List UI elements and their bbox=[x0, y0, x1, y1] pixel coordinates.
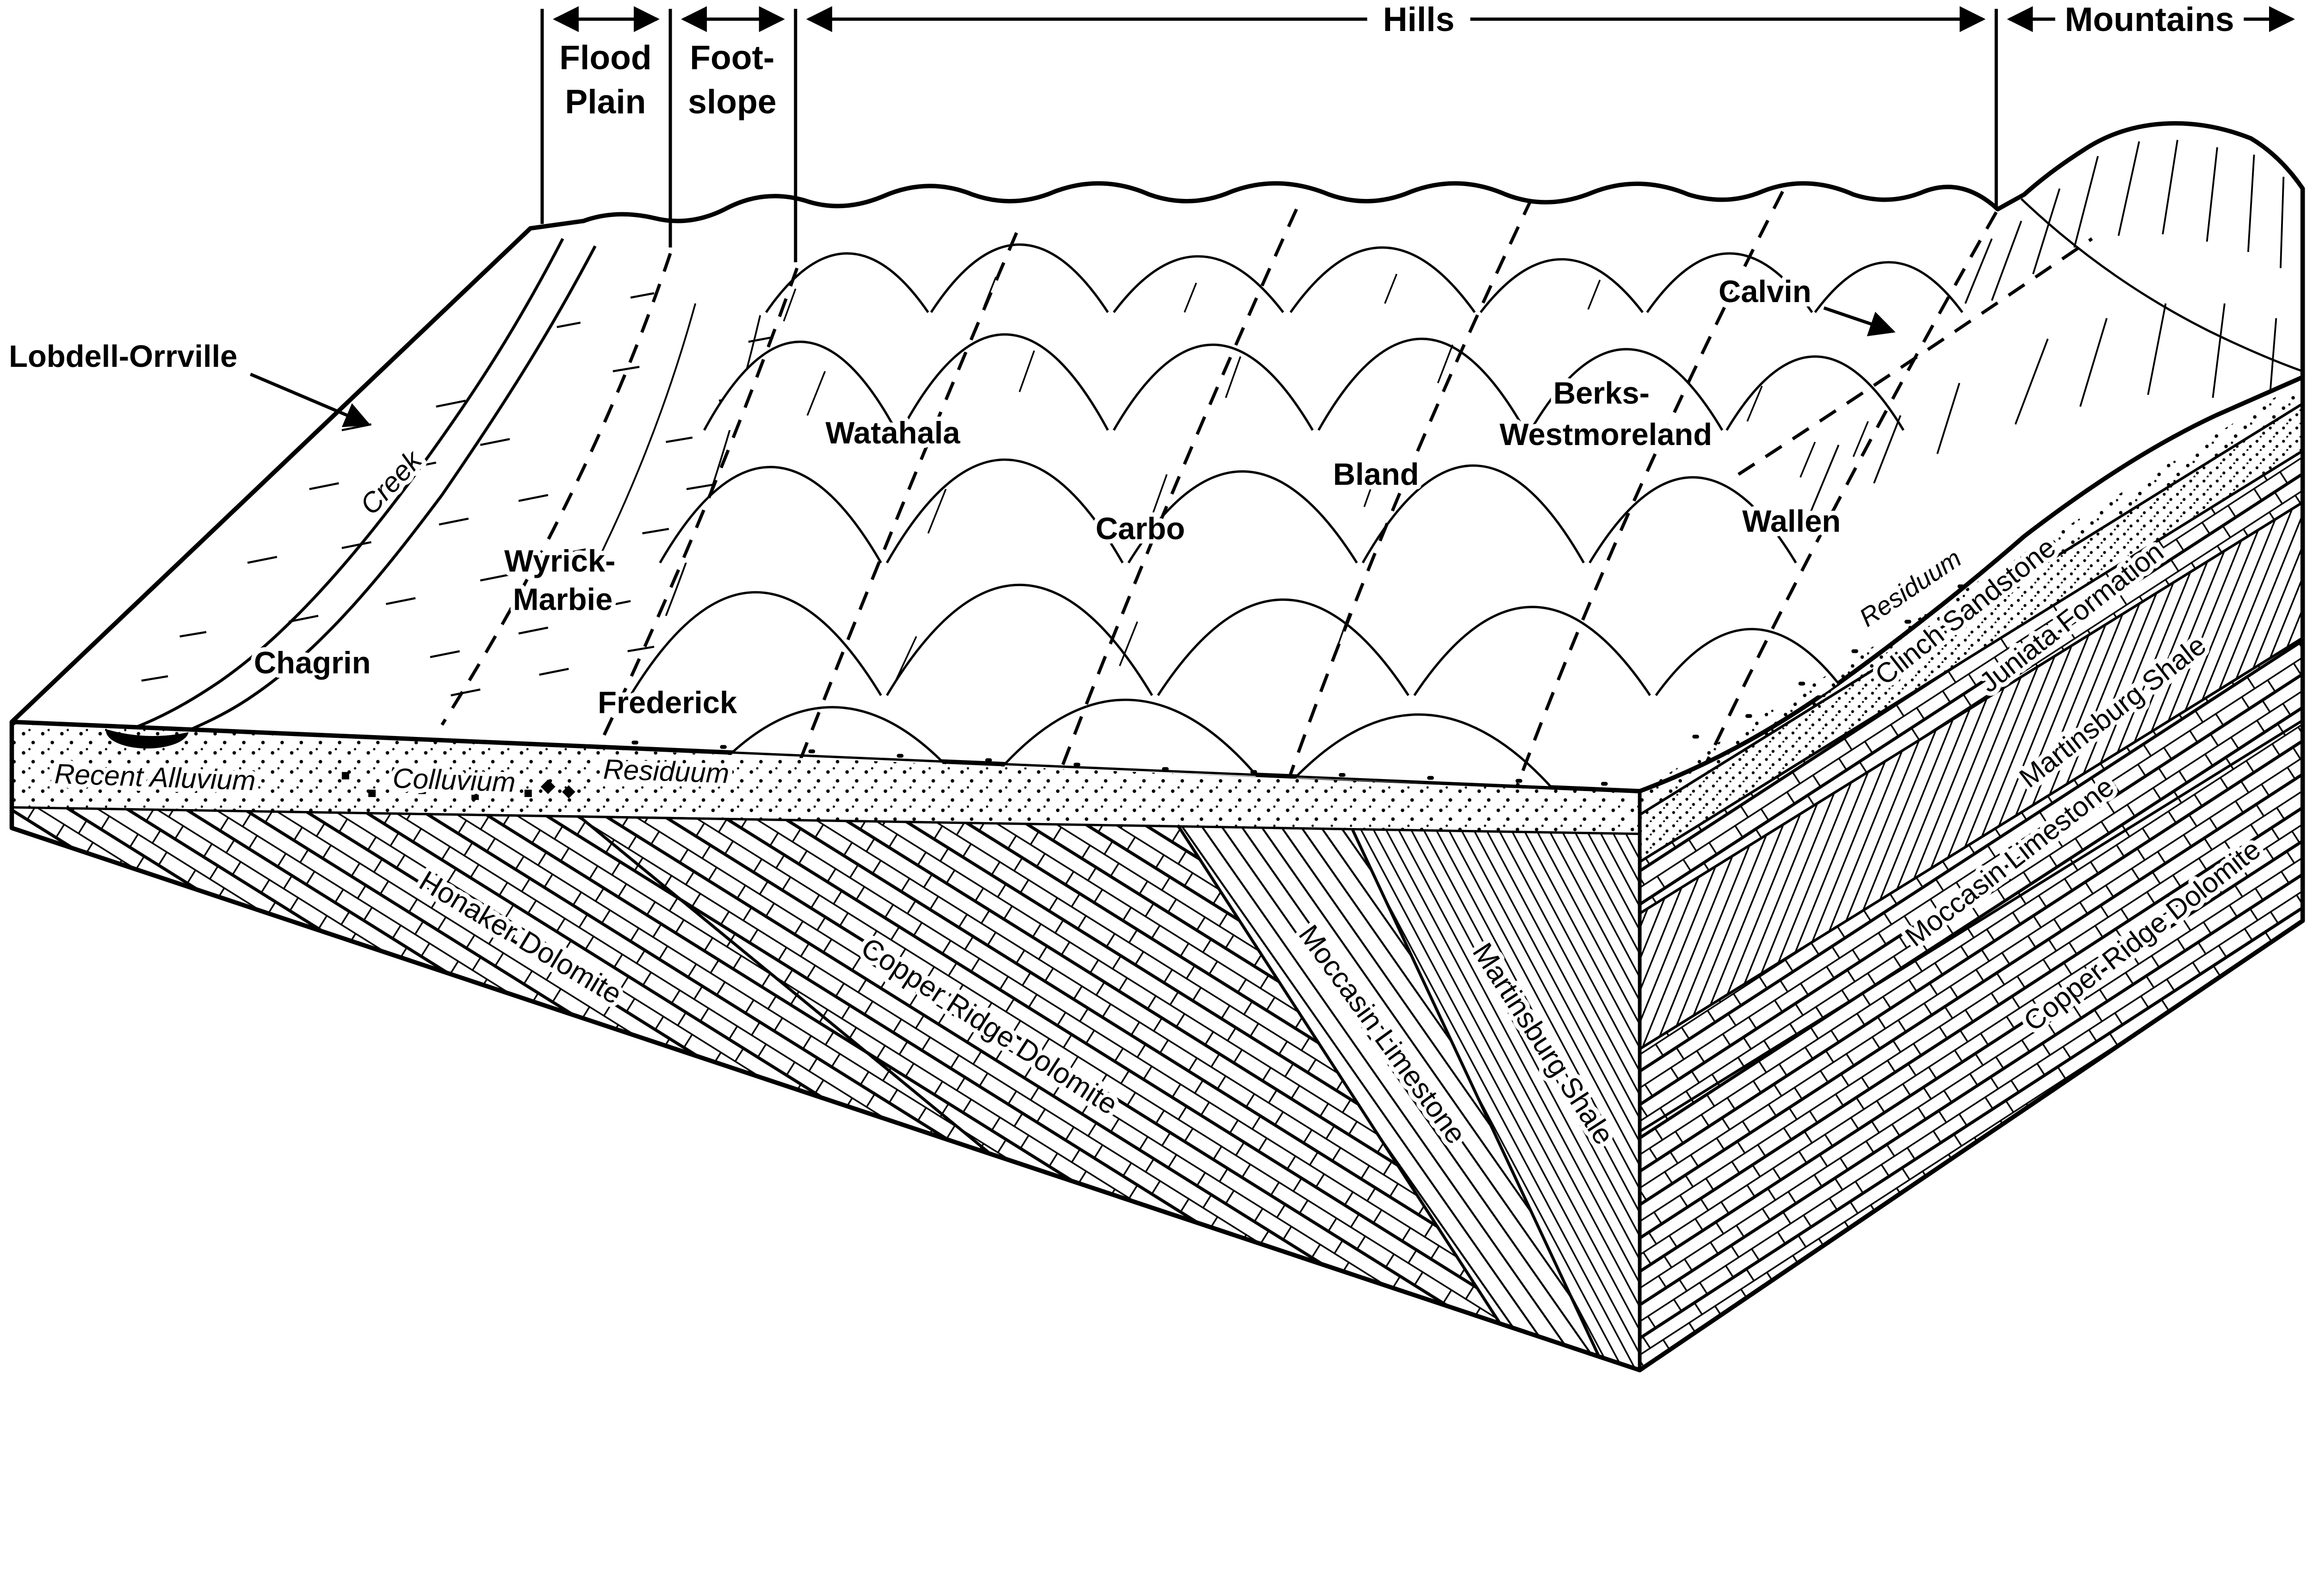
label-foot-line1: Foot- bbox=[690, 39, 774, 77]
copper-ridge-strip-right bbox=[1639, 720, 2303, 1370]
boundary-floodplain-footslope bbox=[440, 253, 672, 726]
label-carbo: Carbo bbox=[1095, 512, 1185, 546]
label-flood-line2: Plain bbox=[565, 83, 646, 121]
boundary-watahala-carbo bbox=[794, 232, 1018, 773]
label-calvin: Calvin bbox=[1719, 274, 1812, 309]
mountain-hachures bbox=[1808, 140, 2285, 516]
label-flood-line1: Flood bbox=[559, 39, 651, 77]
mountain-flank-line bbox=[2020, 198, 2303, 372]
label-wallen: Wallen bbox=[1742, 504, 1841, 539]
creek-right-bank bbox=[170, 245, 597, 740]
label-berks-line1: Berks- bbox=[1553, 376, 1650, 411]
boundary-carbo-bland bbox=[1056, 208, 1298, 779]
label-residuum-band: Residuum bbox=[603, 753, 730, 789]
label-lobdell-orrville: Lobdell-Orrville bbox=[9, 339, 237, 374]
martinsburg-strip-right bbox=[1639, 502, 2303, 1049]
boundary-mountain-flank bbox=[1738, 237, 2093, 476]
label-chagrin: Chagrin bbox=[254, 645, 371, 680]
boundary-bland-berks bbox=[1286, 197, 1534, 783]
hill-hachures bbox=[783, 273, 1869, 681]
label-foot-line2: slope bbox=[688, 83, 776, 121]
hill-row-1 bbox=[765, 243, 1964, 313]
label-hills: Hills bbox=[1383, 0, 1455, 38]
front-face bbox=[10, 720, 1641, 1372]
boundary-wallen-calvin bbox=[1693, 211, 1998, 789]
label-colluvium: Colluvium bbox=[392, 762, 516, 798]
scale-ticks bbox=[540, 9, 1998, 262]
hill-row-3 bbox=[659, 458, 1797, 563]
hill-row-2 bbox=[703, 333, 1905, 431]
right-face bbox=[1639, 380, 2303, 1370]
figure-container: Lobdell-Orrville Calvin Creek Chagrin Wy… bbox=[9, 0, 2305, 1373]
creek-left-bank bbox=[126, 238, 564, 732]
creek-channel-lens bbox=[105, 729, 189, 749]
calvin-arrow bbox=[1823, 306, 1896, 336]
scale-annotation: Flood Plain Foot- slope Hills Mountains bbox=[540, 0, 2295, 262]
label-berks-line2: Westmoreland bbox=[1500, 417, 1712, 452]
moccasin-strip-right bbox=[1639, 637, 2303, 1132]
label-watahala: Watahala bbox=[825, 416, 960, 451]
hill-row-4 bbox=[629, 584, 1849, 696]
boundary-footslope-hills bbox=[591, 267, 799, 761]
juniata-strip bbox=[1639, 451, 2303, 914]
label-mountains: Mountains bbox=[2065, 0, 2234, 38]
front-unit-boundaries bbox=[578, 815, 1600, 1356]
clinch-strip bbox=[1639, 403, 2303, 862]
label-frederick: Frederick bbox=[598, 685, 737, 720]
colluvium-diamonds bbox=[540, 779, 575, 799]
label-wyrick-line2: Marbie bbox=[513, 582, 613, 617]
footslope-contours bbox=[591, 303, 761, 616]
block-diagram: Lobdell-Orrville Calvin Creek Chagrin Wy… bbox=[9, 0, 2305, 1373]
soil-boundaries bbox=[440, 191, 2093, 789]
residuum-strip bbox=[1639, 380, 2303, 815]
right-unit-boundaries bbox=[1639, 402, 2303, 1133]
block-outer-outline bbox=[9, 188, 2305, 1373]
label-bland: Bland bbox=[1333, 457, 1419, 492]
label-wyrick-line1: Wyrick- bbox=[504, 544, 615, 579]
boundary-berks-wallen bbox=[1515, 191, 1784, 786]
lobdell-arrow bbox=[250, 372, 371, 427]
